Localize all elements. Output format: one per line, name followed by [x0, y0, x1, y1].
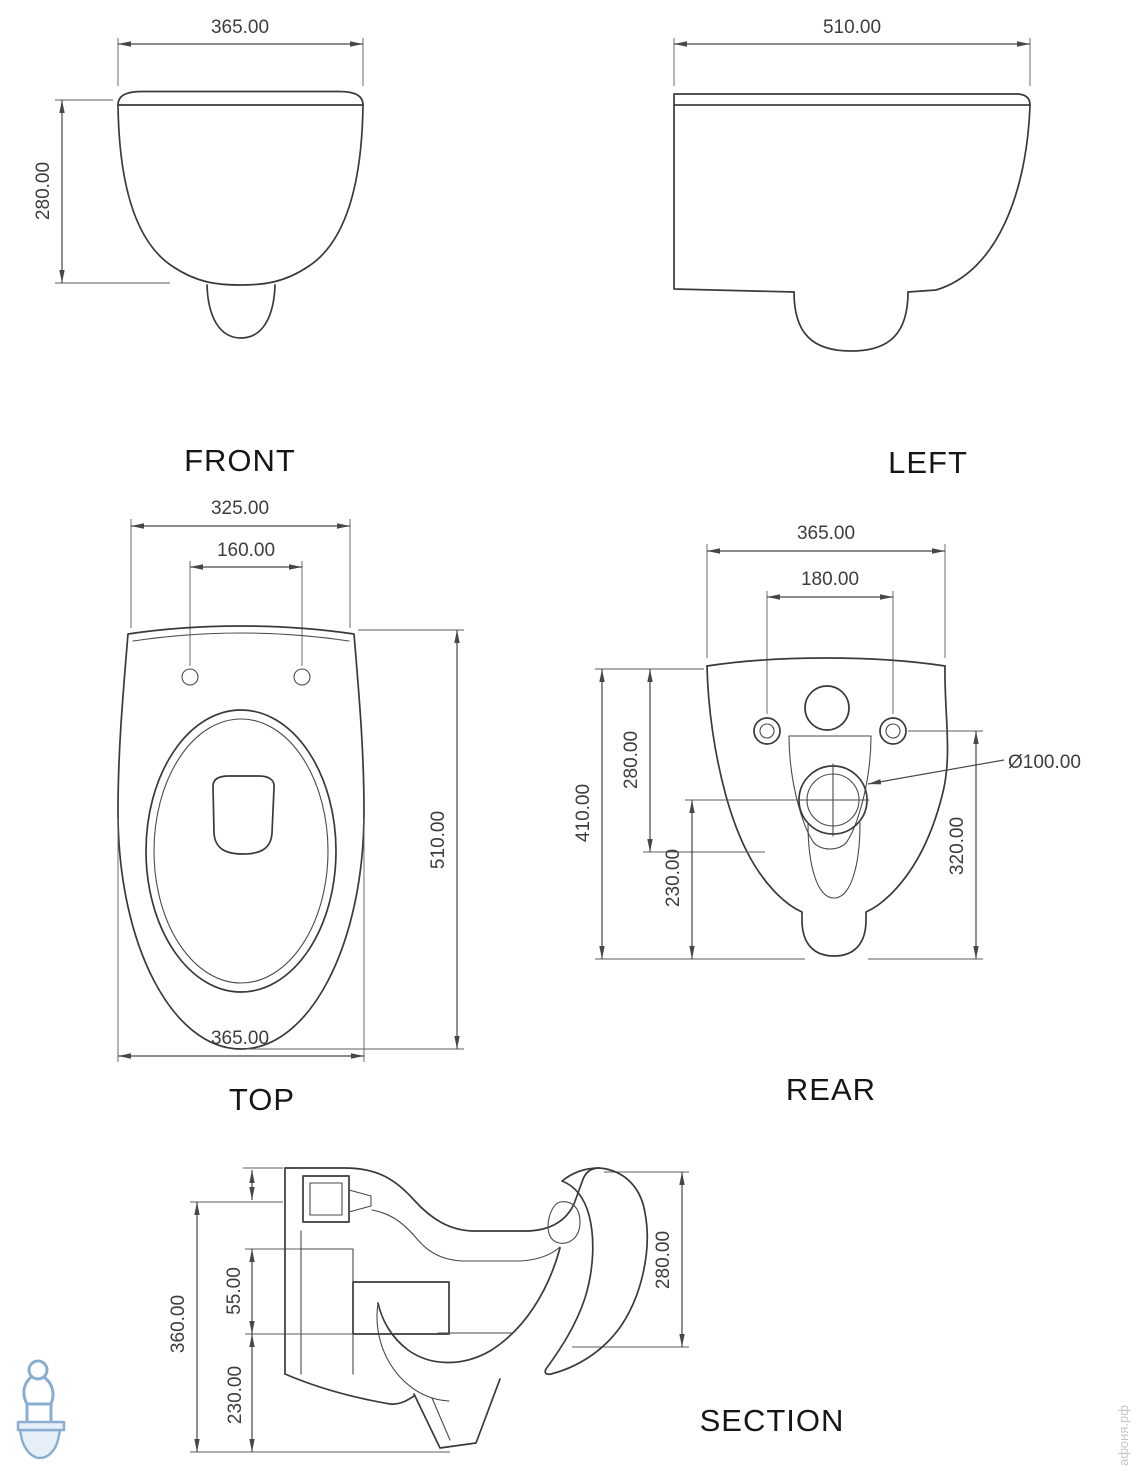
rear-total-height-dim: 410.00: [573, 668, 805, 960]
front-height-dim: 280.00: [33, 99, 170, 284]
top-hinge-spacing-dim: 160.00: [189, 540, 303, 666]
rear-view: 365.00 180.00 Ø100.00 4: [573, 523, 1081, 1107]
top-seat-width-value: 325.00: [211, 498, 269, 519]
section-flush-channel: [371, 1209, 561, 1262]
rear-outlet-drop-value: 230.00: [663, 849, 684, 907]
section-outlet-inner: [431, 1397, 451, 1441]
top-view-label: TOP: [229, 1082, 295, 1117]
section-outlet-tube: [413, 1378, 501, 1449]
rear-view-label: REAR: [786, 1072, 876, 1107]
section-total-depth-value: 360.00: [168, 1295, 189, 1353]
section-shelf-step: [300, 1248, 354, 1283]
top-width-value: 365.00: [211, 1028, 269, 1049]
rear-height-dim: 280.00: [621, 669, 765, 853]
section-inlet-box-inner: [309, 1182, 343, 1216]
section-bowl-interior: [377, 1247, 561, 1364]
top-sump-outline: [212, 775, 275, 855]
section-total-depth-dim: 360.00: [168, 1202, 200, 1452]
top-hinge-spacing-value: 160.00: [217, 540, 275, 561]
front-body-outline: [117, 104, 364, 286]
rear-bolt-hole-left-outer: [753, 717, 781, 745]
section-top-edge: [284, 1167, 529, 1232]
section-height-dim: 280.00: [572, 1171, 689, 1348]
top-view: 325.00 160.00 510.00 365.00 TOP: [117, 498, 464, 1117]
section-rim-edge: [527, 1167, 600, 1232]
top-lid-edge-line: [132, 632, 350, 642]
top-seat-outline: [117, 625, 365, 1050]
front-height-value: 280.00: [33, 162, 54, 220]
section-view: 360.00 55.00 230.00 280.00: [168, 1167, 845, 1453]
top-bowl-rim-outer: [145, 709, 337, 993]
front-lid-outline: [117, 90, 364, 106]
rear-bolt-spacing-dim: 180.00: [766, 569, 894, 714]
top-seat-width-dim: 325.00: [130, 498, 351, 628]
section-trap-dim: 230.00: [225, 1334, 255, 1452]
top-depth-dim: 510.00: [247, 629, 464, 1050]
section-bottom-edge: [284, 1373, 415, 1405]
front-outlet-outline: [206, 284, 276, 339]
left-view: 510.00 LEFT: [673, 17, 1031, 480]
section-rim-channel: [547, 1201, 581, 1244]
rear-body-outline: [706, 665, 949, 957]
front-width-dim: 365.00: [117, 17, 364, 86]
rear-bolt-hole-right-outer: [879, 717, 907, 745]
section-height-value: 280.00: [653, 1231, 674, 1289]
top-width-dim: 365.00: [117, 818, 365, 1062]
rear-outlet-diameter-value: Ø100.00: [1008, 752, 1081, 773]
top-depth-value: 510.00: [428, 811, 449, 869]
top-hinge-hole-right: [293, 668, 311, 686]
rear-bolt-spacing-value: 180.00: [801, 569, 859, 590]
rear-side-value: 320.00: [947, 817, 968, 875]
rear-width-value: 365.00: [797, 523, 855, 544]
section-view-label: SECTION: [700, 1403, 845, 1438]
section-fixing-pocket: [352, 1281, 450, 1335]
rear-bolt-hole-right-inner: [885, 723, 901, 739]
rear-side-dim: 320.00: [868, 730, 983, 960]
rear-total-height-value: 410.00: [573, 784, 594, 842]
watermark-site-text: афоня.рф: [1116, 1405, 1131, 1466]
rear-bolt-hole-left-inner: [759, 723, 775, 739]
front-width-value: 365.00: [211, 17, 269, 38]
section-rim-dim: 55.00: [224, 1249, 255, 1334]
front-view-label: FRONT: [184, 443, 296, 478]
section-trap-value: 230.00: [225, 1366, 246, 1424]
section-front-wall: [544, 1167, 649, 1376]
rear-outlet-pipe-through: [807, 822, 861, 899]
rear-mount-recess-left: [788, 735, 815, 844]
rear-top-edge: [706, 657, 946, 667]
section-inlet-box-outer: [302, 1175, 350, 1223]
left-depth-value: 510.00: [823, 17, 881, 38]
left-body-outline: [673, 104, 1031, 293]
rear-outlet-drop-dim: 230.00: [663, 799, 797, 959]
section-inlet-spud: [348, 1189, 372, 1213]
rear-top-hole: [804, 685, 850, 731]
watermark-mascot: [16, 1359, 66, 1460]
left-view-label: LEFT: [888, 445, 968, 480]
rear-width-dim: 365.00: [706, 523, 946, 658]
rear-mount-recess-right: [845, 735, 872, 844]
section-trapway: [376, 1302, 450, 1402]
top-bowl-rim-inner: [153, 718, 329, 984]
left-outlet-outline: [793, 291, 909, 352]
front-view: 365.00 280.00 FRONT: [33, 17, 364, 478]
rear-height-value: 280.00: [621, 731, 642, 789]
top-hinge-hole-left: [181, 668, 199, 686]
rear-outlet-diameter-callout: Ø100.00: [867, 752, 1081, 785]
rear-mount-recess-bottom: [813, 842, 847, 850]
left-depth-dim: 510.00: [673, 17, 1031, 86]
section-rim-value: 55.00: [224, 1267, 245, 1315]
left-lid-outline: [673, 93, 1031, 106]
